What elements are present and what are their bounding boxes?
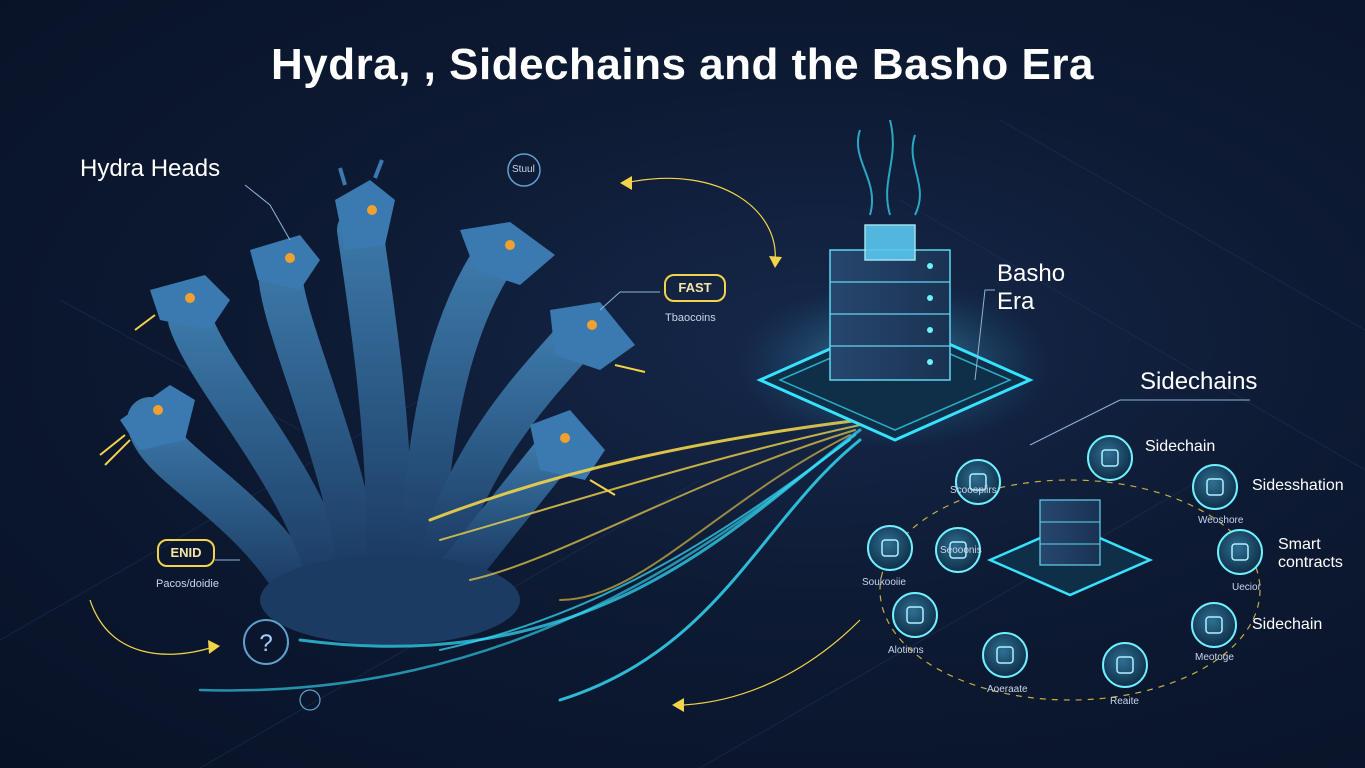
callouts xyxy=(215,184,995,561)
basho-label-line1: Basho xyxy=(997,260,1066,287)
hydra-head-7 xyxy=(530,410,616,496)
node-label: Aoeraate xyxy=(987,684,1028,695)
chain-icon xyxy=(1087,435,1133,481)
gear-icon xyxy=(1217,529,1263,575)
hydra-head-6 xyxy=(550,302,646,373)
fast-badge-text: FAST xyxy=(678,280,712,295)
hydra-heads xyxy=(99,159,646,496)
shield-icon-glyph xyxy=(1205,616,1223,634)
node-label: Smart contracts xyxy=(1278,536,1343,571)
doc-icon xyxy=(935,527,981,573)
hydra-heads-label: Hydra Heads xyxy=(80,155,221,182)
end-caption: Pacos/doidie xyxy=(156,578,219,590)
node-label: Weoshore xyxy=(1198,515,1244,526)
node-label: Seooonis xyxy=(940,545,982,556)
fast-caption: Tbaocoins xyxy=(665,312,716,324)
monitor-icon-glyph xyxy=(1116,656,1134,674)
icon-bubble-text: Stuul xyxy=(512,164,535,175)
sidechain-nodes xyxy=(867,435,1263,688)
cog-icon-glyph xyxy=(996,646,1014,664)
shield-icon xyxy=(1191,602,1237,648)
hydra-head-3 xyxy=(250,235,320,290)
end-badge xyxy=(157,539,215,567)
flow-arrows xyxy=(89,176,861,712)
basho-server xyxy=(735,119,1055,450)
chain-icon-glyph xyxy=(1101,449,1119,467)
doc-icon-glyph xyxy=(949,541,967,559)
grid-icon-glyph xyxy=(1206,478,1224,496)
svg-text:?: ? xyxy=(259,630,272,657)
card-icon xyxy=(892,592,938,638)
gear-icon-glyph xyxy=(1231,543,1249,561)
hydra-head-2 xyxy=(134,275,230,331)
cog-icon xyxy=(982,632,1028,678)
page-title: Hydra, , Sidechains and the Basho Era xyxy=(271,40,1094,89)
hydra-head-1 xyxy=(99,385,195,466)
phone-icon xyxy=(867,525,913,571)
sidechains-label: Sidechains xyxy=(1140,368,1258,395)
sidechain-cluster xyxy=(879,399,1261,701)
grid-icon xyxy=(1192,464,1238,510)
node-label: Soukooiie xyxy=(862,577,906,588)
node-label: Alotions xyxy=(888,645,924,656)
hydra-head-4 xyxy=(335,159,395,250)
basho-label-line2: Era xyxy=(997,288,1035,315)
node-label: Meotoge xyxy=(1195,652,1234,663)
fast-badge xyxy=(664,274,726,302)
node-label: Sidechain xyxy=(1145,438,1216,455)
end-badge-text: ENID xyxy=(170,545,202,560)
decor-bubbles: ? xyxy=(243,153,541,711)
node-label: Sidesshation xyxy=(1252,477,1344,494)
node-label: Sidechain xyxy=(1252,616,1323,633)
card-icon-glyph xyxy=(906,606,924,624)
node-label: Reaite xyxy=(1110,696,1139,707)
user-icon-glyph xyxy=(969,473,987,491)
phone-icon-glyph xyxy=(881,539,899,557)
user-icon xyxy=(955,459,1001,505)
hydra-head-5 xyxy=(460,222,555,285)
node-label: Scooopiirs xyxy=(950,485,997,496)
node-label: Uecior xyxy=(1232,582,1261,593)
monitor-icon xyxy=(1102,642,1148,688)
